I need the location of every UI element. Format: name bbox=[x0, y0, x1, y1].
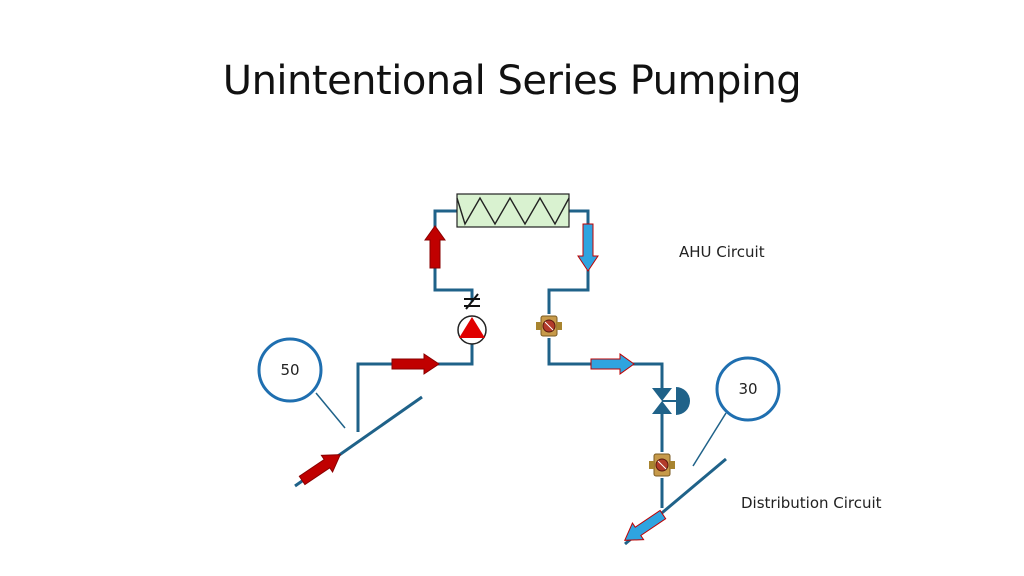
balancing-valve-icon bbox=[649, 453, 675, 477]
ahu-piping bbox=[356, 209, 664, 432]
return-diagonal-arrow-icon bbox=[623, 509, 667, 541]
page-title: Unintentional Series Pumping bbox=[222, 58, 802, 104]
check-valve-icon bbox=[464, 293, 480, 310]
control-valve-icon bbox=[652, 387, 690, 415]
return-right-arrow-icon bbox=[590, 353, 635, 375]
supply-up-arrow-icon bbox=[424, 225, 446, 269]
ahu-circuit-label: AHU Circuit bbox=[679, 243, 765, 261]
pressure-callout-right: 30 bbox=[692, 356, 781, 467]
distribution-circuit-label: Distribution Circuit bbox=[741, 494, 882, 512]
pressure-callout-left: 50 bbox=[257, 337, 346, 429]
return-down-arrow-icon bbox=[577, 223, 599, 272]
supply-diagonal-arrow-icon bbox=[298, 454, 342, 486]
pressure-value-right: 30 bbox=[738, 380, 757, 398]
balancing-valve-icon bbox=[536, 315, 562, 337]
heating-coil-icon bbox=[456, 193, 570, 228]
supply-right-arrow-icon bbox=[391, 353, 440, 375]
pressure-value-left: 50 bbox=[280, 361, 299, 379]
circulator-pump-icon bbox=[457, 315, 487, 345]
